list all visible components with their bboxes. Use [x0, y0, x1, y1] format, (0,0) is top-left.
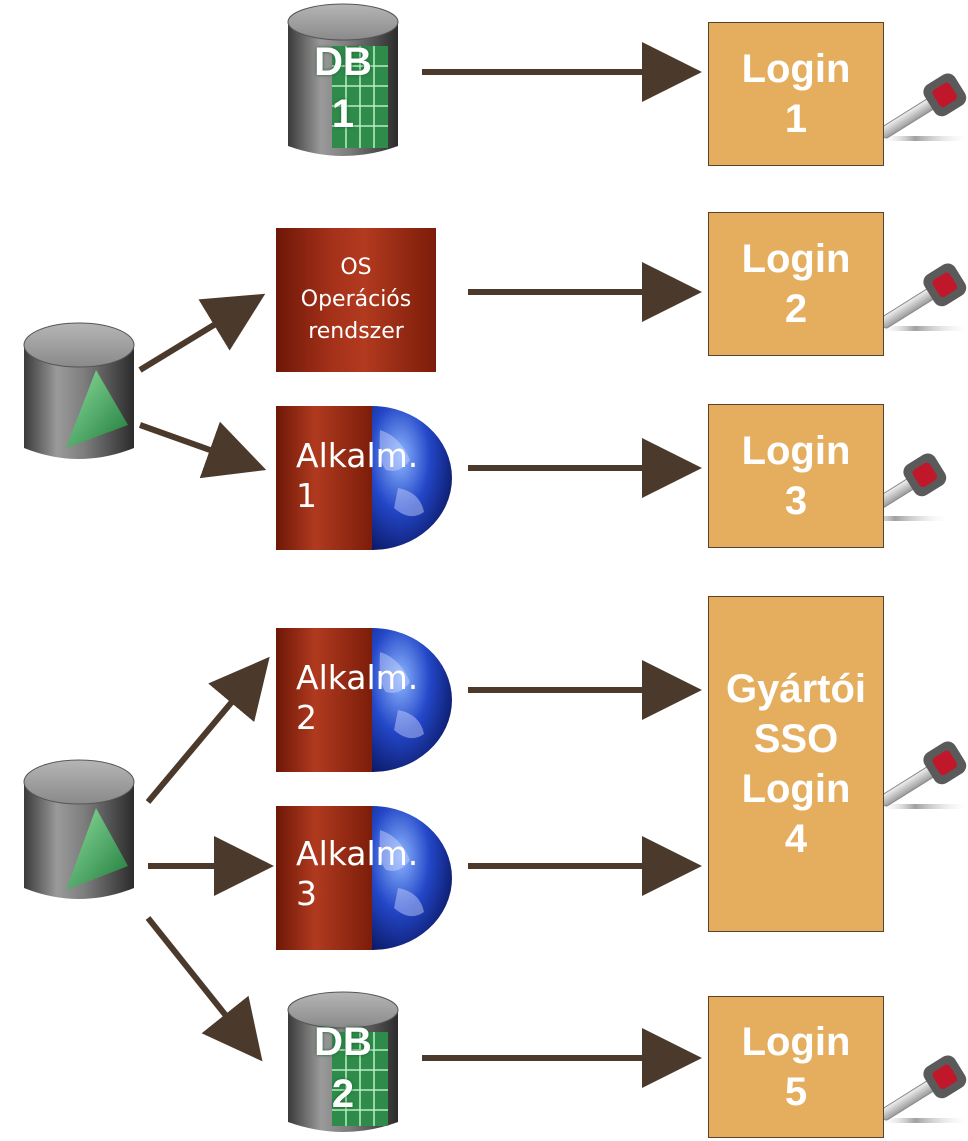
- app2-label-line1: Alkalm.: [296, 658, 419, 697]
- login-5-box: Login 5: [708, 996, 884, 1138]
- login-3-line2: 3: [784, 479, 808, 523]
- arrow-dir1-os: [138, 293, 266, 373]
- app2-label-line2: 2: [296, 697, 317, 737]
- app2-label: Alkalm. 2: [296, 658, 418, 737]
- app1-label: Alkalm. 1: [296, 436, 418, 515]
- db2-label-line2: 2: [331, 1072, 355, 1116]
- login-4-line2: SSO: [753, 717, 839, 761]
- key-1-icon: [879, 73, 968, 141]
- directory-cylinder-1-icon: [23, 322, 135, 459]
- login-1-line2: 1: [784, 97, 808, 141]
- db2-label-line1: DB: [314, 1020, 372, 1064]
- db1-label-line2: 1: [331, 92, 355, 136]
- key-4-icon: [879, 741, 968, 809]
- key-5-icon: [879, 1055, 968, 1123]
- db2-label: DB 2: [293, 1016, 393, 1120]
- db2-cylinder-icon: [287, 991, 399, 1132]
- login-1-box: Login 1: [708, 22, 884, 166]
- login-5-line2: 5: [784, 1070, 808, 1114]
- app1-label-line1: Alkalm.: [296, 436, 419, 475]
- os-label-line2: Operációs: [300, 287, 412, 313]
- login-5-line1: Login: [741, 1020, 851, 1064]
- login-4-line3: Login: [741, 767, 851, 811]
- app2-bar-icon: [276, 628, 452, 772]
- app1-bar-icon: [276, 406, 452, 550]
- login-2-line2: 2: [784, 287, 808, 331]
- app1-label-line2: 1: [296, 475, 317, 515]
- app3-bar-icon: [276, 806, 452, 950]
- os-label-line1: OS: [340, 255, 372, 281]
- login-2-box: Login 2: [708, 212, 884, 356]
- login-4-sso-box: Gyártói SSO Login 4: [708, 596, 884, 932]
- login-4-line4: 4: [784, 817, 808, 861]
- login-3-box: Login 3: [708, 404, 884, 548]
- os-box: OS Operációs rendszer: [276, 228, 436, 372]
- app3-label-line1: Alkalm.: [296, 834, 419, 873]
- login-1-line1: Login: [741, 47, 851, 91]
- login-2-line1: Login: [741, 237, 851, 281]
- key-2-icon: [879, 263, 968, 331]
- arrow-dir1-app1: [138, 421, 267, 479]
- arrow-dir2-db2: [145, 916, 263, 1062]
- db1-cylinder-icon: [287, 3, 399, 156]
- os-label-line3: rendszer: [308, 318, 404, 344]
- app3-label: Alkalm. 3: [296, 834, 418, 913]
- db1-label-line1: DB: [314, 40, 372, 84]
- directory-cylinder-2-icon: [23, 759, 135, 899]
- login-3-line1: Login: [741, 429, 851, 473]
- app3-label-line2: 3: [296, 873, 317, 913]
- login-4-line1: Gyártói: [725, 667, 867, 711]
- db1-label: DB 1: [293, 36, 393, 140]
- arrow-dir2-app2: [145, 656, 270, 804]
